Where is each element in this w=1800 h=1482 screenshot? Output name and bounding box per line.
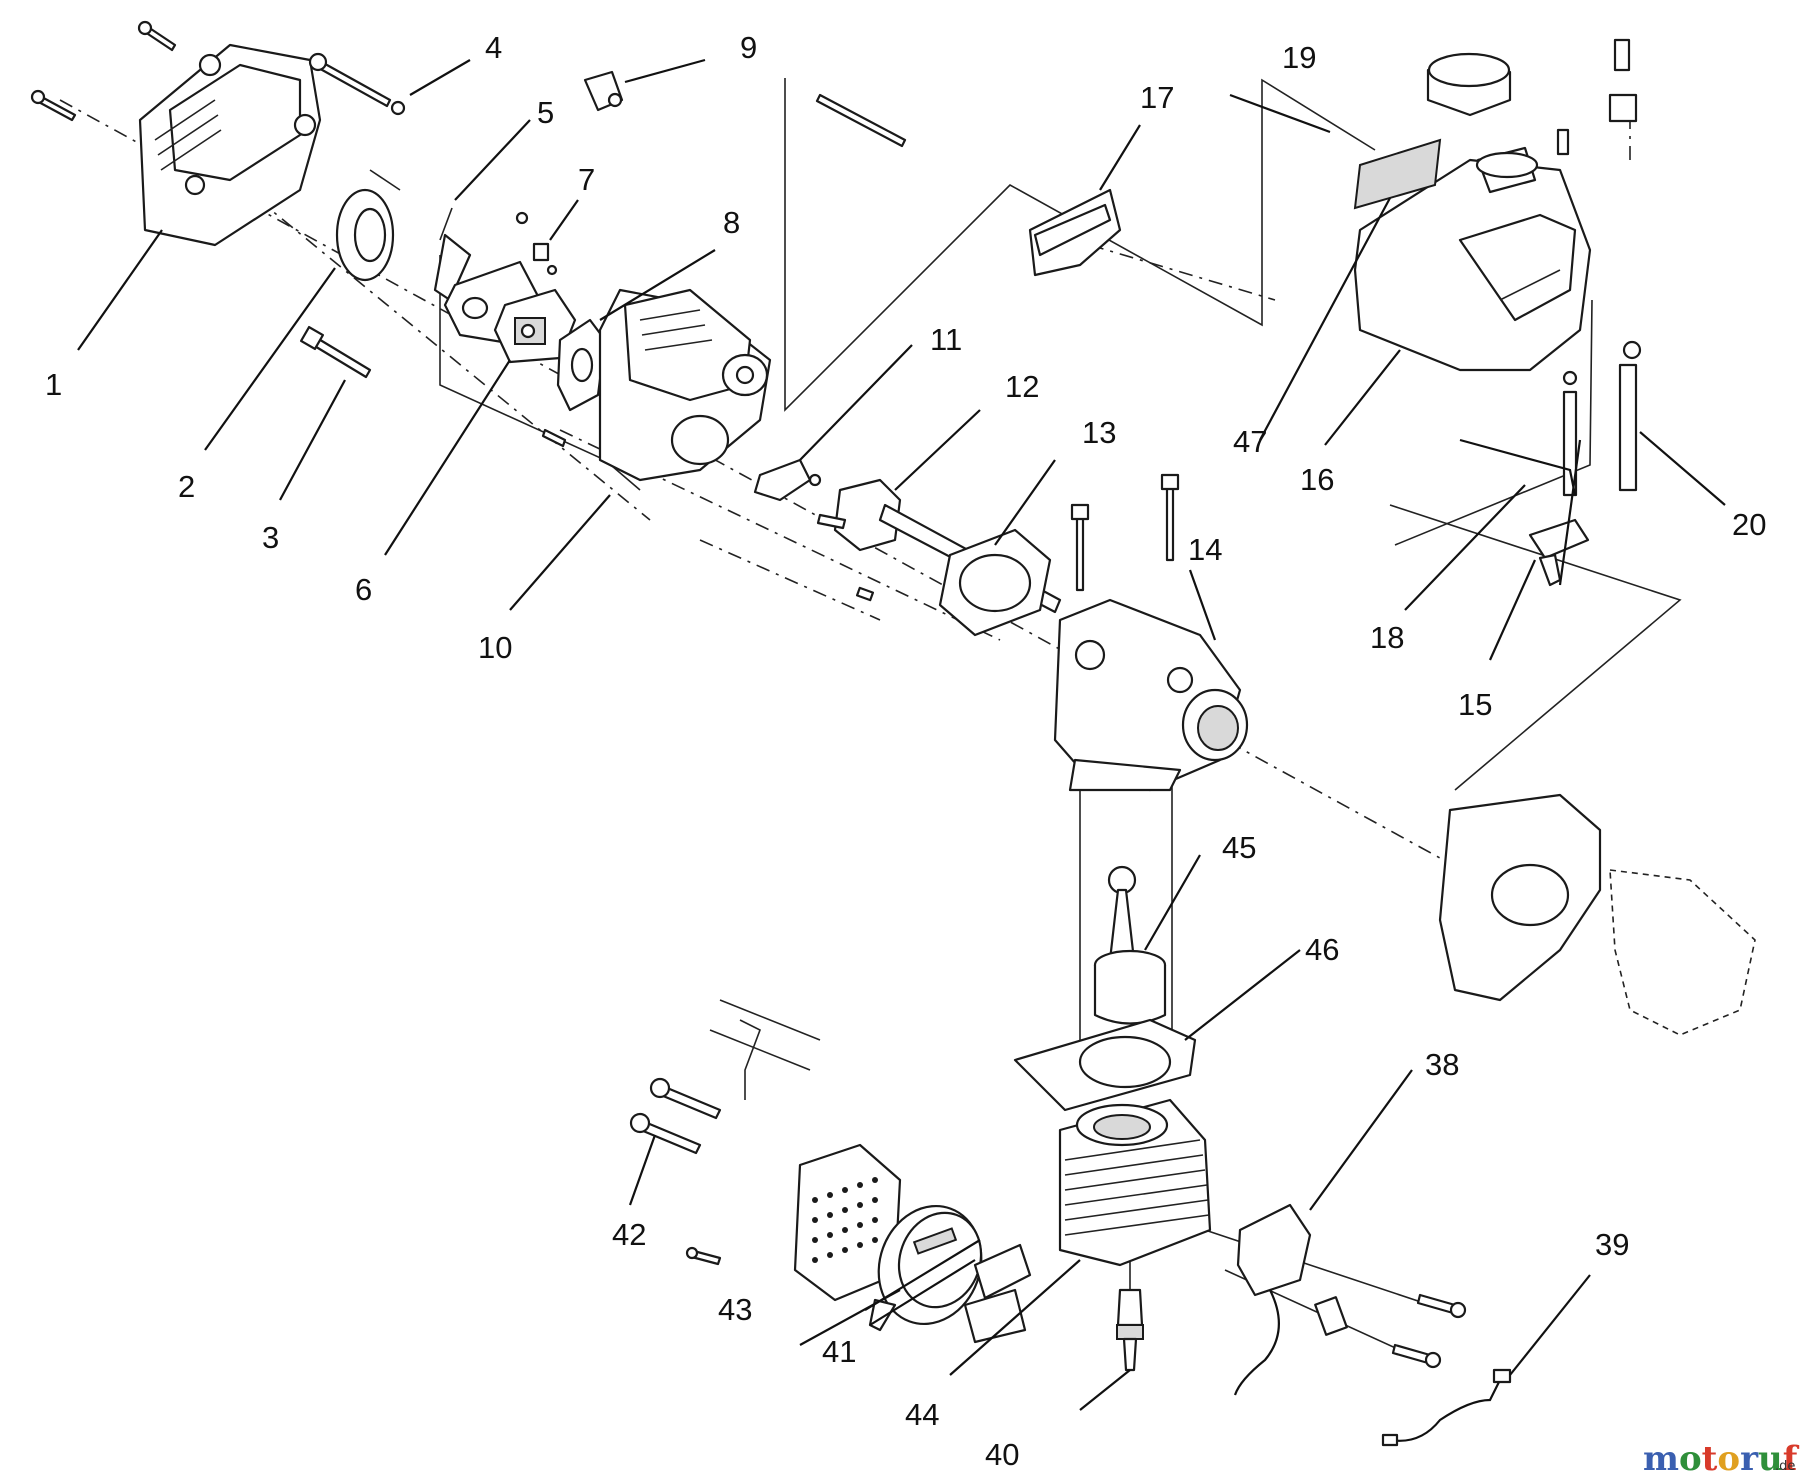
watermark-letter: o [1717, 1439, 1740, 1479]
part-label-14: 14 [1188, 532, 1222, 567]
part-38-ignition-coil [1233, 1203, 1348, 1396]
part-label-13: 13 [1082, 415, 1116, 450]
part-40-spark-plug [1116, 1288, 1144, 1372]
part-2-seal-ring [335, 188, 395, 282]
part-14-crankcase [1053, 598, 1249, 792]
part-label-47: 47 [1233, 424, 1267, 459]
part-label-20: 20 [1732, 507, 1766, 542]
watermark-letter: m [1643, 1439, 1679, 1479]
part-crankcase-bolts [1070, 473, 1180, 592]
part-label-12: 12 [1005, 369, 1039, 404]
part-10-housing [598, 288, 772, 482]
part-screws-top-left [30, 20, 392, 122]
part-46-gasket [1013, 1018, 1197, 1112]
part-39-wire [1381, 1368, 1512, 1447]
part-4-5-pins [390, 100, 472, 302]
part-11-bracket [541, 428, 822, 502]
part-label-5: 5 [537, 95, 554, 130]
watermark-logo: motoruf .de [1643, 1439, 1800, 1479]
part-label-4: 4 [485, 30, 502, 65]
part-label-40: 40 [985, 1437, 1019, 1472]
part-3-bolt [299, 325, 372, 379]
part-label-7: 7 [578, 162, 595, 197]
watermark-letter: u [1758, 1439, 1783, 1479]
part-45-piston [1093, 865, 1167, 1025]
part-label-44: 44 [905, 1397, 939, 1432]
part-13-gasket [938, 528, 1052, 637]
part-1-cover [138, 43, 322, 247]
watermark-letter: r [1740, 1439, 1759, 1479]
part-7-screw [515, 211, 558, 276]
part-label-42: 42 [612, 1217, 646, 1252]
svg-text:motoruf: motoruf [1643, 1439, 1800, 1479]
part-label-18: 18 [1370, 620, 1404, 655]
part-label-45: 45 [1222, 830, 1256, 865]
part-label-15: 15 [1458, 687, 1492, 722]
part-label-16: 16 [1300, 462, 1334, 497]
part-15-clip [1528, 518, 1590, 587]
part-gasket-8 [556, 318, 607, 412]
part-label-2: 2 [178, 469, 195, 504]
callout-leaders [77, 58, 1726, 1411]
part-housing-flywheel [1438, 793, 1756, 1036]
part-label-3: 3 [262, 520, 279, 555]
part-label-6: 6 [355, 572, 372, 607]
part-41-plate [963, 1243, 1032, 1344]
part-label-10: 10 [478, 630, 512, 665]
watermark-letter: o [1679, 1439, 1702, 1479]
part-label-46: 46 [1305, 932, 1339, 967]
part-number-labels: 1 2 3 4 5 6 7 8 9 10 11 12 13 14 15 16 1… [45, 30, 1766, 1472]
part-label-38: 38 [1425, 1047, 1459, 1082]
part-coil-screws [1391, 1293, 1467, 1369]
part-label-8: 8 [723, 205, 740, 240]
part-17-bracket [1028, 188, 1122, 277]
part-tank-hardware [1556, 38, 1642, 497]
part-heat-shield [793, 1143, 902, 1302]
part-label-41: 41 [822, 1334, 856, 1369]
part-43-muffler [868, 1204, 983, 1332]
part-label-9: 9 [740, 30, 757, 65]
watermark-letter: f [1783, 1439, 1800, 1479]
part-label-17: 17 [1140, 80, 1174, 115]
part-44-cylinder [1058, 1098, 1212, 1267]
part-18-fuel-line [1459, 438, 1577, 496]
part-label-11: 11 [930, 322, 962, 357]
part-label-39: 39 [1595, 1227, 1629, 1262]
part-label-1: 1 [45, 367, 62, 402]
part-47-decal [1353, 138, 1442, 210]
watermark-suffix: .de [1775, 1459, 1795, 1474]
part-19-cap [1426, 52, 1539, 194]
watermark-letter: t [1702, 1439, 1718, 1479]
part-42-bolts [629, 1077, 722, 1266]
part-9-bulb [583, 70, 624, 112]
part-label-43: 43 [718, 1292, 752, 1327]
part-label-19: 19 [1282, 40, 1316, 75]
part-rod-top [815, 93, 907, 148]
